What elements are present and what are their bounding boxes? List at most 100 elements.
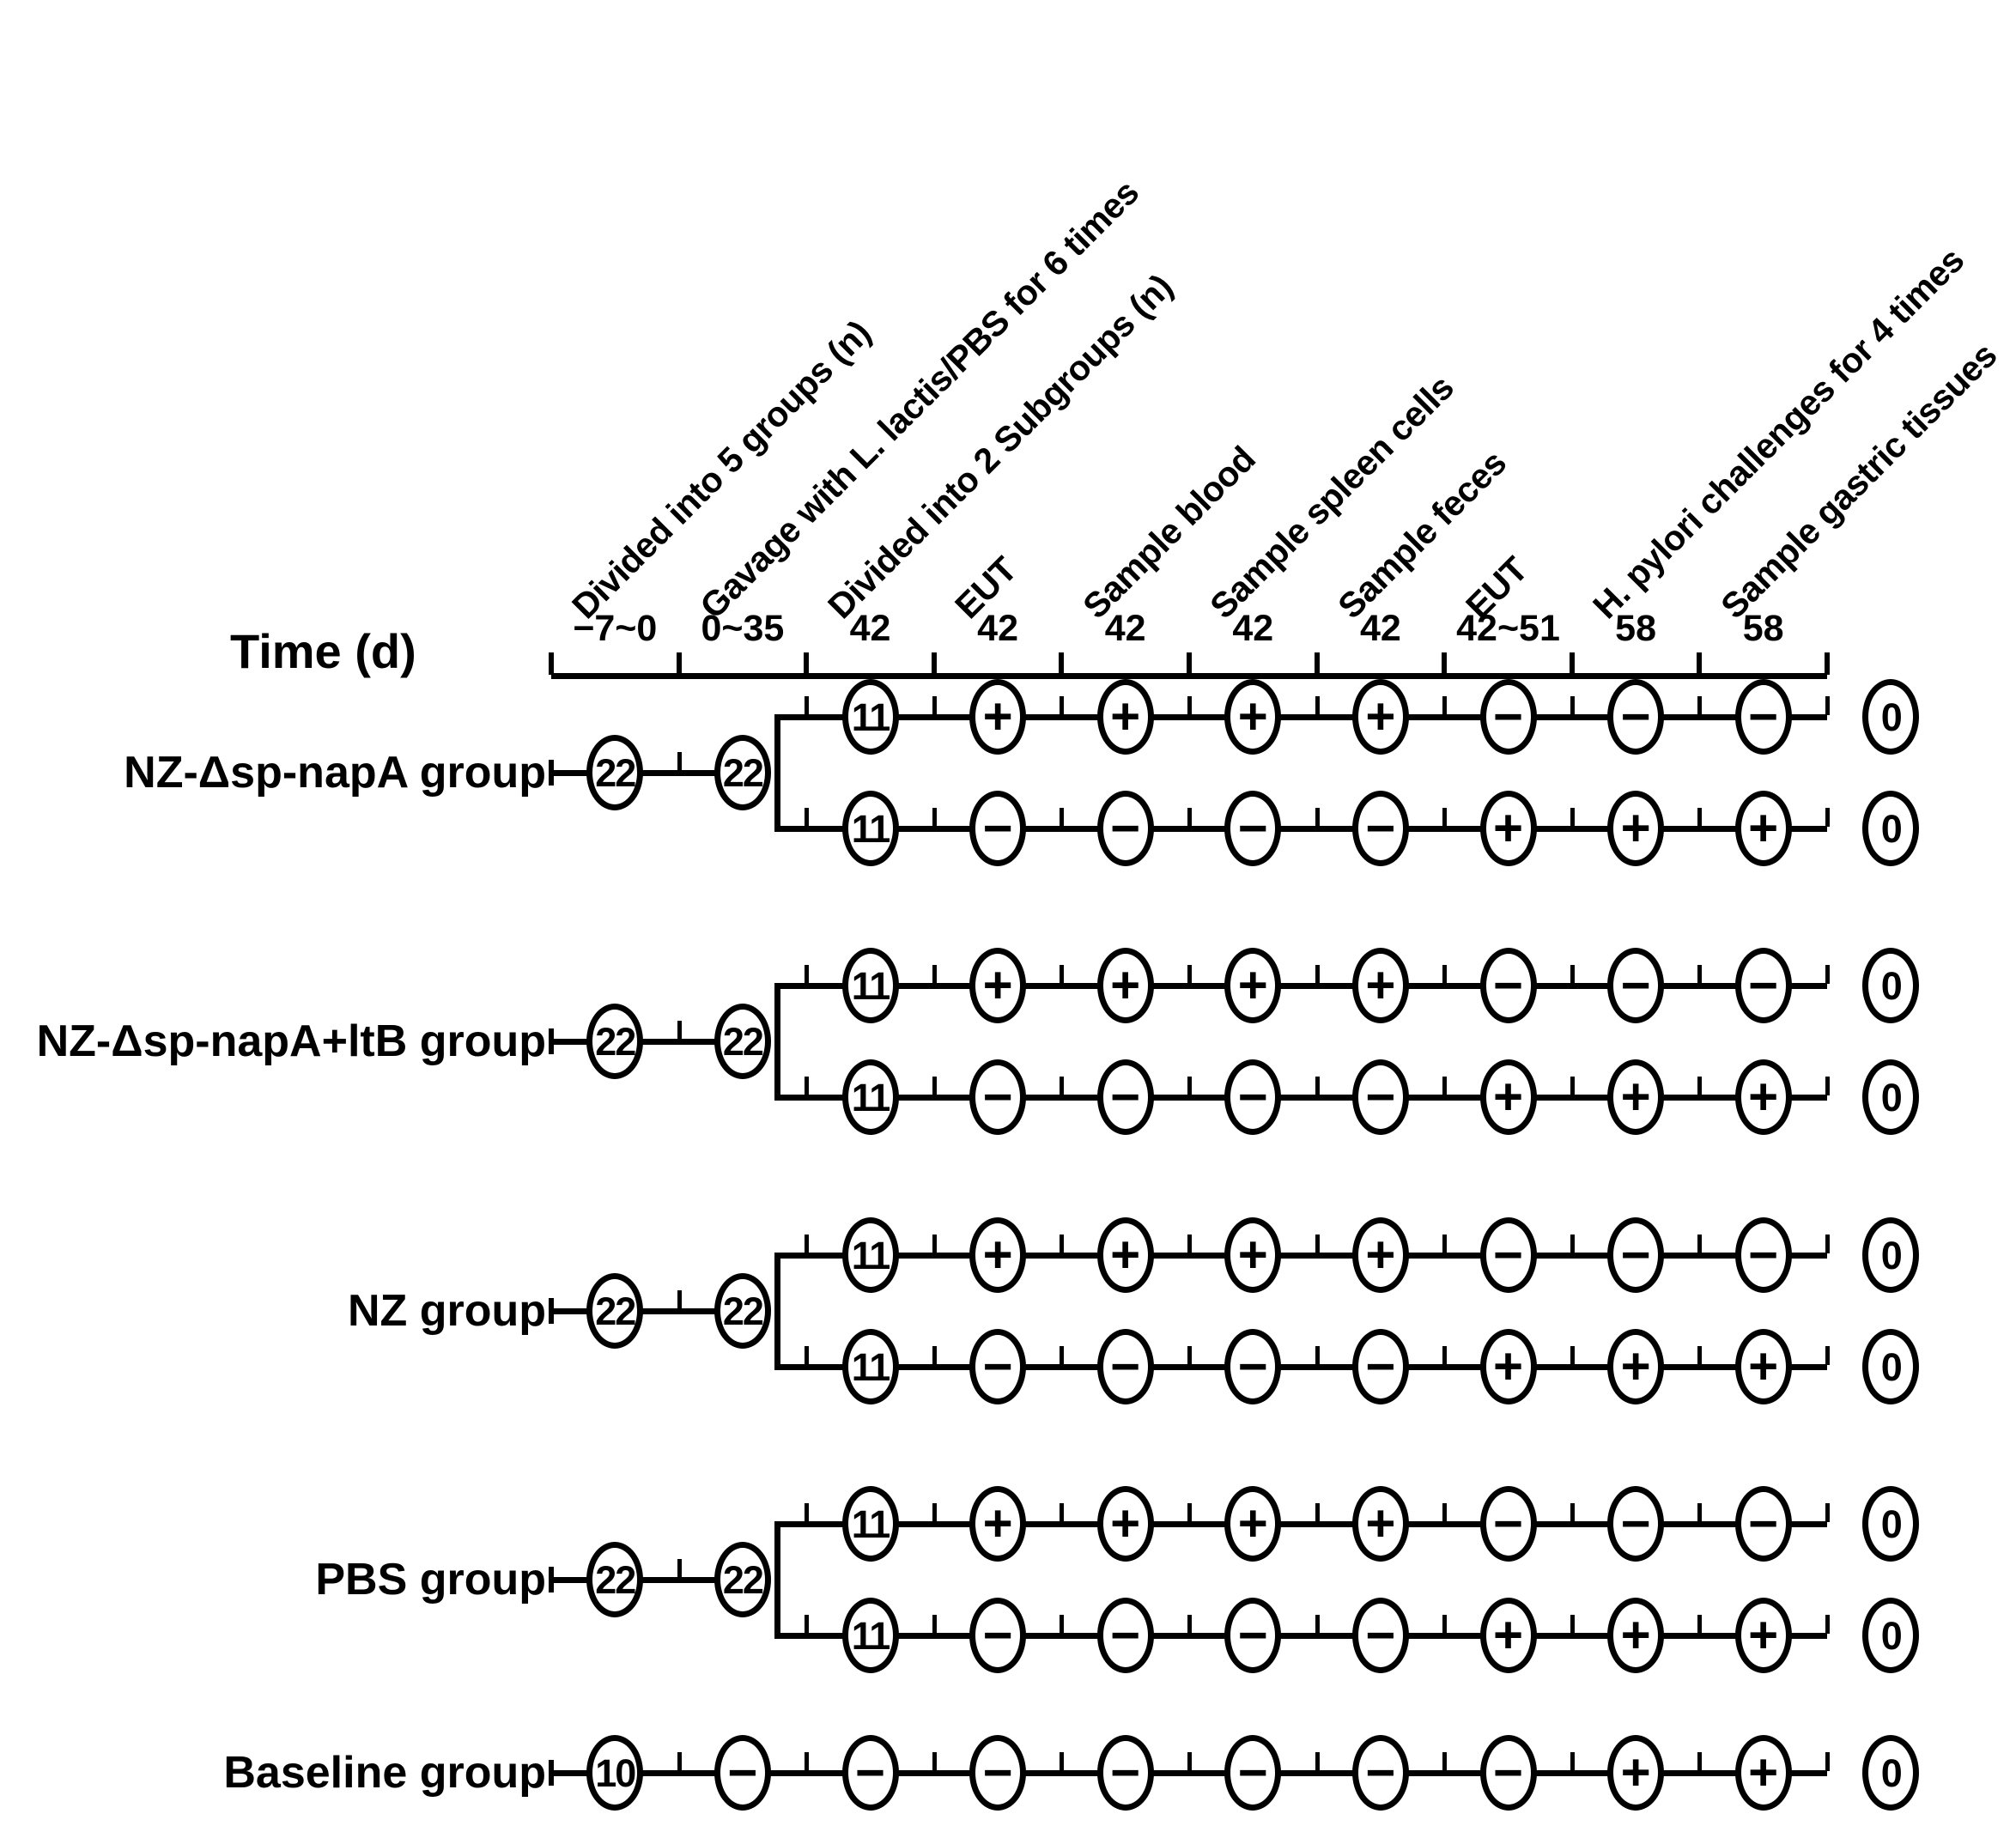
timeline-node[interactable]: 22: [713, 1004, 771, 1079]
timeline-node[interactable]: −: [1096, 1059, 1154, 1135]
timeline-node[interactable]: +: [1734, 791, 1792, 866]
timeline-node[interactable]: +: [969, 1217, 1027, 1293]
timeline-node[interactable]: 0: [1862, 1217, 1920, 1293]
timeline-node[interactable]: −: [1224, 791, 1282, 866]
timeline-node[interactable]: 22: [586, 1542, 644, 1617]
timeline-node[interactable]: 11: [841, 1598, 899, 1673]
timeline-node[interactable]: +: [1351, 1486, 1409, 1562]
timeline-node[interactable]: +: [1224, 948, 1282, 1023]
timeline-node[interactable]: −: [841, 1735, 899, 1811]
timeline-node[interactable]: 22: [713, 1542, 771, 1617]
timeline-node[interactable]: −: [1479, 948, 1537, 1023]
timeline-node[interactable]: −: [1351, 1329, 1409, 1404]
timeline-node[interactable]: +: [1096, 948, 1154, 1023]
timeline-node[interactable]: +: [1096, 679, 1154, 755]
timeline-node[interactable]: −: [1096, 791, 1154, 866]
timeline-node[interactable]: 0: [1862, 1486, 1920, 1562]
column-header: Gavage with L. lactis/PBS for 6 times: [692, 172, 1146, 627]
timeline-node[interactable]: −: [1224, 1735, 1282, 1811]
timeline-node[interactable]: −: [1607, 1217, 1665, 1293]
timeline-node[interactable]: +: [1351, 948, 1409, 1023]
timeline-node[interactable]: 0: [1862, 679, 1920, 755]
timeline-node[interactable]: −: [1479, 1486, 1537, 1562]
timeline-node[interactable]: +: [1096, 1217, 1154, 1293]
timeline-node[interactable]: +: [969, 948, 1027, 1023]
timeline-node[interactable]: −: [969, 1329, 1027, 1404]
timeline-node[interactable]: +: [1734, 1598, 1792, 1673]
lane-tick: [677, 1752, 682, 1771]
time-axis-label: Time (d): [230, 624, 416, 678]
timeline-node[interactable]: −: [1734, 1217, 1792, 1293]
timeline-node[interactable]: −: [1479, 1735, 1537, 1811]
lane-tick: [805, 1503, 810, 1522]
lane-tick: [1060, 1615, 1065, 1634]
timeline-node[interactable]: 11: [841, 1217, 899, 1293]
lane-tick: [1697, 1077, 1703, 1095]
timeline-node[interactable]: 22: [586, 1273, 644, 1349]
timeline-node[interactable]: −: [1607, 948, 1665, 1023]
timeline-node[interactable]: 11: [841, 948, 899, 1023]
timeline-node[interactable]: +: [1479, 1329, 1537, 1404]
timeline-node[interactable]: +: [1734, 1735, 1792, 1811]
timeline-node[interactable]: +: [1479, 1598, 1537, 1673]
timeline-node[interactable]: −: [1351, 1735, 1409, 1811]
timeline-node[interactable]: +: [1224, 1486, 1282, 1562]
timeline-node[interactable]: +: [1734, 1059, 1792, 1135]
timeline-node[interactable]: −: [1351, 1598, 1409, 1673]
timeline-node[interactable]: −: [1096, 1329, 1154, 1404]
timeline-node[interactable]: 0: [1862, 791, 1920, 866]
lane-tick: [1315, 696, 1320, 715]
timeline-node[interactable]: 11: [841, 1059, 899, 1135]
timeline-node[interactable]: 0: [1862, 1329, 1920, 1404]
timeline-node[interactable]: −: [969, 791, 1027, 866]
timeline-node[interactable]: 11: [841, 791, 899, 866]
timeline-node[interactable]: +: [1479, 791, 1537, 866]
timeline-node[interactable]: −: [1734, 1486, 1792, 1562]
timeline-node[interactable]: −: [1351, 791, 1409, 866]
timeline-node[interactable]: +: [1607, 791, 1665, 866]
timeline-node[interactable]: +: [1096, 1486, 1154, 1562]
timeline-node[interactable]: +: [1351, 1217, 1409, 1293]
timeline-node[interactable]: −: [969, 1598, 1027, 1673]
timeline-node[interactable]: +: [1734, 1329, 1792, 1404]
timeline-node[interactable]: 22: [713, 735, 771, 810]
timeline-node[interactable]: 0: [1862, 948, 1920, 1023]
timeline-node[interactable]: +: [969, 1486, 1027, 1562]
timeline-node[interactable]: 22: [586, 1004, 644, 1079]
lane-tick: [1315, 965, 1320, 984]
timeline-node[interactable]: +: [1607, 1735, 1665, 1811]
timeline-node[interactable]: +: [1607, 1059, 1665, 1135]
timeline-node[interactable]: 10: [586, 1735, 644, 1811]
timeline-node[interactable]: 0: [1862, 1598, 1920, 1673]
timeline-node[interactable]: −: [1351, 1059, 1409, 1135]
timeline-node[interactable]: 0: [1862, 1059, 1920, 1135]
timeline-node[interactable]: −: [1224, 1059, 1282, 1135]
timeline-node[interactable]: +: [1351, 679, 1409, 755]
timeline-node[interactable]: −: [1224, 1598, 1282, 1673]
timeline-node[interactable]: −: [1607, 679, 1665, 755]
timeline-node[interactable]: +: [1607, 1329, 1665, 1404]
timeline-node[interactable]: −: [1224, 1329, 1282, 1404]
timeline-node[interactable]: −: [713, 1735, 771, 1811]
timeline-node[interactable]: +: [1607, 1598, 1665, 1673]
timeline-node[interactable]: −: [1479, 679, 1537, 755]
timeline-node[interactable]: −: [1734, 679, 1792, 755]
lane-tick: [805, 1615, 810, 1634]
timeline-node[interactable]: −: [1734, 948, 1792, 1023]
timeline-node[interactable]: −: [969, 1735, 1027, 1811]
timeline-node[interactable]: −: [1607, 1486, 1665, 1562]
timeline-node[interactable]: +: [1224, 679, 1282, 755]
timeline-node[interactable]: 22: [713, 1273, 771, 1349]
timeline-node[interactable]: +: [1224, 1217, 1282, 1293]
timeline-node[interactable]: −: [969, 1059, 1027, 1135]
timeline-node[interactable]: 0: [1862, 1735, 1920, 1811]
timeline-node[interactable]: +: [969, 679, 1027, 755]
timeline-node[interactable]: 11: [841, 679, 899, 755]
timeline-node[interactable]: 11: [841, 1329, 899, 1404]
timeline-node[interactable]: −: [1479, 1217, 1537, 1293]
timeline-node[interactable]: 22: [586, 735, 644, 810]
timeline-node[interactable]: 11: [841, 1486, 899, 1562]
timeline-node[interactable]: −: [1096, 1598, 1154, 1673]
timeline-node[interactable]: +: [1479, 1059, 1537, 1135]
timeline-node[interactable]: −: [1096, 1735, 1154, 1811]
